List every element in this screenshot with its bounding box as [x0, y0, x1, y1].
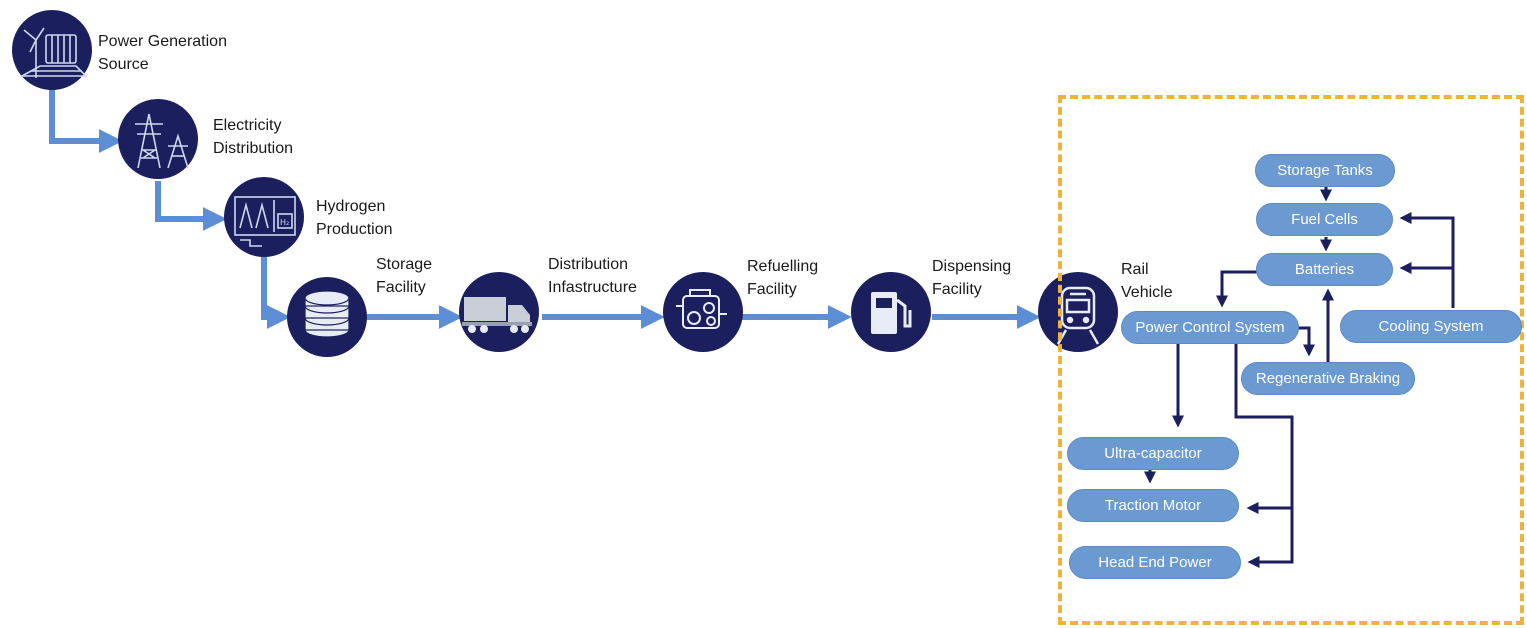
- wind-solar-dam-icon: [18, 27, 88, 78]
- label-line: Distribution: [213, 140, 294, 157]
- stage-circle-hydrogen-production: H₂: [224, 177, 304, 257]
- truck-icon: [462, 297, 532, 333]
- storage-tanks-node: Storage Tanks: [1255, 154, 1395, 187]
- arrow-powercontrol-to-traction: [1234, 344, 1294, 514]
- ultra-capacitor-node: Ultra-capacitor: [1067, 437, 1239, 470]
- rail-vehicle-boundary: [1058, 95, 1524, 625]
- label-line: Power Generation: [98, 33, 227, 50]
- train-icon: [1056, 286, 1100, 345]
- arrow-powercontrol-to-headend: [1247, 508, 1294, 568]
- stage-circle-electricity-distribution: [118, 99, 198, 179]
- label-hydrogen-production: Hydrogen Production: [316, 195, 393, 241]
- label-line: Facility: [932, 281, 982, 298]
- batteries-node: Batteries: [1256, 253, 1393, 286]
- label-line: Refuelling: [747, 258, 819, 275]
- label-line: Source: [98, 56, 149, 73]
- arrow-distribution-to-hydrogen: [155, 181, 227, 231]
- hydrogen-plant-icon: H₂: [234, 196, 296, 247]
- label-dispensing-facility: Dispensing Facility: [932, 255, 1011, 301]
- fuel-pump-icon: [871, 292, 912, 334]
- arrow-cooling-to-fuelcells: [1399, 212, 1455, 308]
- fuel-cells-node: Fuel Cells: [1256, 203, 1393, 236]
- label-line: Facility: [376, 279, 426, 296]
- stage-circle-refuelling-facility: [663, 272, 743, 352]
- label-line: Distribution: [548, 256, 629, 273]
- stage-circle-distribution-infrastructure: [459, 272, 539, 352]
- label-line: Hydrogen: [316, 198, 386, 215]
- stage-circle-storage-facility: [287, 277, 367, 357]
- arrow-generation-to-distribution: [49, 85, 123, 153]
- label-distribution-infrastructure: Distribution Infastructure: [548, 253, 637, 299]
- power-control-system-node: Power Control System: [1121, 311, 1299, 344]
- label-storage-facility: Storage Facility: [376, 253, 432, 299]
- label-line: Facility: [747, 281, 797, 298]
- head-end-power-node: Head End Power: [1069, 546, 1241, 579]
- label-line: Storage: [376, 256, 433, 273]
- label-refuelling-facility: Refuelling Facility: [747, 255, 818, 301]
- storage-tanks-icon: [304, 290, 350, 338]
- svg-text:H₂: H₂: [280, 218, 289, 227]
- stage-circle-dispensing-facility: [851, 272, 931, 352]
- main-flow-arrows: [49, 85, 1041, 329]
- vehicle-internal-arrows: [1144, 187, 1455, 568]
- arrow-hydrogen-to-storage: [261, 257, 291, 329]
- label-line: Vehicle: [1121, 284, 1173, 301]
- label-rail-vehicle: Rail Vehicle: [1121, 258, 1173, 304]
- regenerative-braking-node: Regenerative Braking: [1241, 362, 1415, 395]
- label-line: Dispensing: [932, 258, 1012, 275]
- label-line: Electricity: [213, 117, 282, 134]
- traction-motor-node: Traction Motor: [1067, 489, 1239, 522]
- arrow-powercontrol-to-regen: [1298, 326, 1315, 357]
- arrow-batteries-to-powercontrol: [1216, 270, 1258, 308]
- label-electricity-distribution: Electricity Distribution: [213, 114, 293, 160]
- label-power-generation: Power Generation Source: [98, 30, 227, 76]
- label-line: Infastructure: [548, 279, 637, 296]
- engine-icon: [676, 289, 727, 329]
- label-line: Rail: [1121, 261, 1149, 278]
- stage-circle-power-generation: [12, 10, 92, 90]
- cooling-system-node: Cooling System: [1340, 310, 1522, 343]
- label-line: Production: [316, 221, 393, 238]
- transmission-tower-icon: [135, 113, 189, 169]
